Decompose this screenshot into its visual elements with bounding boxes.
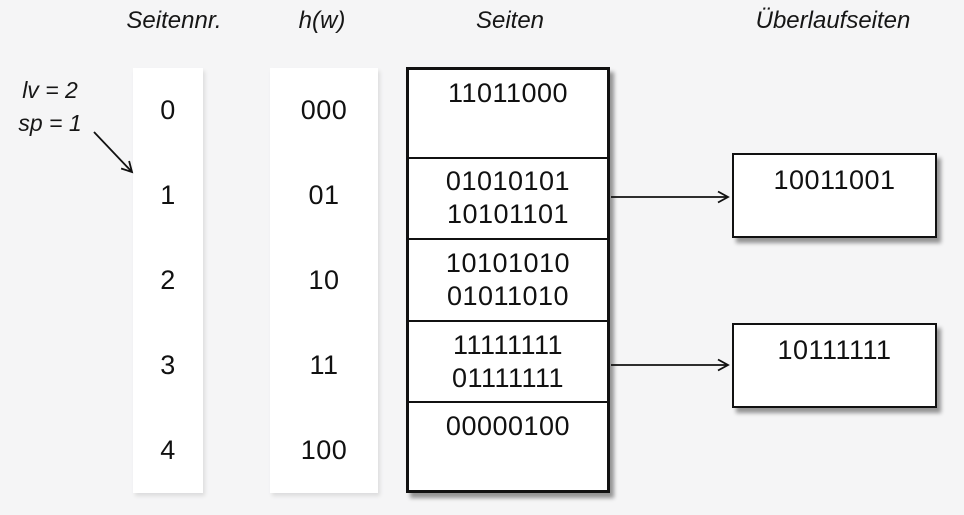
hash-prefix-cell: 11 bbox=[309, 350, 339, 380]
column-header-hash-function: h(w) bbox=[298, 7, 346, 34]
page-number-cell: 1 bbox=[160, 180, 176, 210]
column-header-overflow-pages: Überlaufseiten bbox=[755, 7, 911, 34]
page-entry: 11011000 bbox=[447, 78, 569, 108]
page-bucket-3: 11111111 01111111 bbox=[409, 322, 607, 404]
hash-prefix-column: 000 01 10 11 100 bbox=[270, 68, 378, 493]
pages-table: 11011000 01010101 10101101 10101010 0101… bbox=[406, 67, 610, 493]
level-annotation: lv = 2 bbox=[22, 77, 78, 103]
page-bucket-2: 10101010 01011010 bbox=[409, 240, 607, 322]
page-bucket-4: 00000100 bbox=[409, 403, 607, 490]
hash-prefix-cell: 01 bbox=[308, 180, 340, 210]
page-number-cell: 3 bbox=[160, 350, 176, 380]
overflow-page-box-1: 10011001 bbox=[732, 153, 937, 238]
page-bucket-1: 01010101 10101101 bbox=[409, 159, 607, 241]
page-bucket-0: 11011000 bbox=[409, 70, 607, 159]
page-entry: 10101010 bbox=[445, 247, 571, 278]
page-entry: 11111111 bbox=[452, 329, 564, 360]
page-entry: 01010101 bbox=[445, 166, 571, 197]
page-number-column: 0 1 2 3 4 bbox=[133, 68, 203, 493]
page-entry: 00000100 bbox=[445, 411, 571, 442]
overflow-page-box-2: 10111111 bbox=[732, 323, 937, 408]
split-pointer-arrow bbox=[93, 131, 134, 174]
hash-prefix-cell: 000 bbox=[300, 95, 348, 125]
column-header-page-number: Seitennr. bbox=[126, 7, 222, 34]
column-header-pages: Seiten bbox=[475, 7, 545, 34]
overflow-entry: 10111111 bbox=[777, 335, 892, 365]
page-number-cell: 4 bbox=[160, 435, 176, 465]
hash-prefix-cell: 10 bbox=[308, 265, 340, 295]
page-entry: 01111111 bbox=[451, 362, 565, 393]
state-annotation: lv = 2 sp = 1 bbox=[6, 74, 94, 140]
page-number-cell: 2 bbox=[160, 265, 176, 295]
hash-prefix-cell: 100 bbox=[300, 435, 348, 465]
page-entry: 10101101 bbox=[446, 199, 570, 230]
page-entry: 01011010 bbox=[446, 280, 570, 311]
split-pointer-annotation: sp = 1 bbox=[18, 110, 82, 136]
overflow-entry: 10011001 bbox=[773, 165, 896, 195]
page-number-cell: 0 bbox=[160, 95, 176, 125]
